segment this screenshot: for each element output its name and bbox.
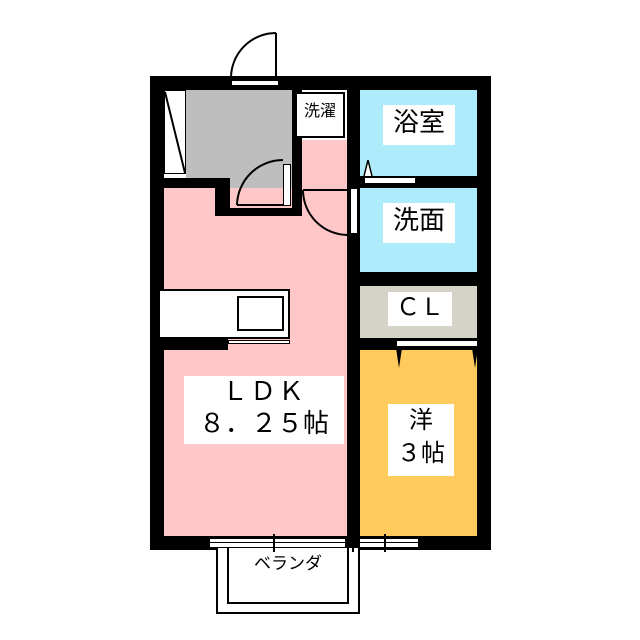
kitchen-sink (237, 296, 284, 331)
western-label: 洋 (409, 406, 433, 434)
ldk-label-box (184, 376, 344, 444)
closet-label: ＣＬ (388, 292, 452, 326)
bath-label: 浴室 (383, 105, 455, 145)
washroom-door-swing-icon (302, 189, 349, 236)
western-area: ３帖 (397, 439, 445, 467)
wall-entrance-step (215, 178, 230, 216)
wall-entrance-right (292, 76, 302, 211)
washroom-door-slot (350, 188, 358, 234)
shoe-cabinet-diagonal (164, 91, 186, 174)
entrance-area (186, 88, 292, 178)
veranda-label: ベランダ (254, 554, 322, 574)
wall-laundry-top (292, 76, 360, 90)
wall-left (150, 76, 164, 550)
wall-right (477, 76, 491, 550)
wall-washroom-closet (347, 272, 491, 286)
ldk-room-upper (294, 140, 347, 190)
entrance-inner-door-slot (283, 164, 291, 206)
entrance-door-opening (232, 80, 278, 86)
laundry-label: 洗濯 (298, 101, 342, 126)
ldk-area: ８．２５帖 (198, 409, 329, 439)
wall-kitchen-stub (150, 338, 228, 350)
wall-entrance-bottom-left (150, 178, 230, 188)
ldk-label: ＬＤＫ (221, 377, 306, 407)
ldk-window (210, 538, 345, 548)
washroom-label: 洗面 (383, 203, 455, 243)
closet-door-marker-left-icon (396, 348, 402, 368)
western-label-box (388, 404, 454, 476)
inner-door-swing-icon (236, 159, 284, 206)
western-window (360, 538, 418, 548)
veranda-inner (227, 548, 349, 604)
wall-entrance-bottom (215, 208, 302, 216)
closet-door-slot (396, 340, 478, 347)
ldk-room (163, 188, 347, 538)
bath-door-marker-icon (363, 159, 373, 177)
bath-door-slot (364, 177, 416, 184)
closet-door-marker-right-icon (472, 348, 478, 368)
western-window-rail (360, 542, 418, 543)
ldk-window-rail (210, 542, 345, 543)
kitchen-counter-edge (228, 340, 290, 344)
entrance-door-swing-icon (230, 32, 277, 79)
